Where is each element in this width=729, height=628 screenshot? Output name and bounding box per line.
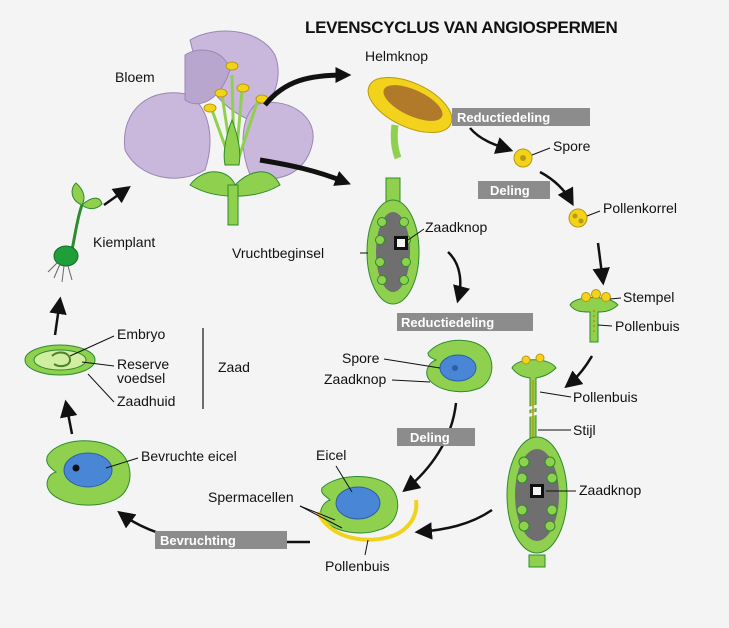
pointer-zaadknop-top xyxy=(407,228,425,241)
pointer-zaadknop-mid xyxy=(391,379,431,383)
label-spermacellen: Spermacellen xyxy=(208,489,294,505)
arrow-flower-to-ovary xyxy=(259,157,351,186)
ovary-illustration xyxy=(366,177,420,305)
label-reserve-voedsel-line1: Reserve xyxy=(117,356,169,372)
arrow-pollen-to-stigma xyxy=(592,242,610,286)
svg-text:Deling: Deling xyxy=(490,183,530,198)
label-zaadknop-right: Zaadknop xyxy=(579,482,641,498)
svg-text:Deling: Deling xyxy=(410,430,450,445)
label-spore-top: Spore xyxy=(553,138,591,154)
svg-text:Reductiedeling: Reductiedeling xyxy=(457,110,550,125)
stage-badge-reductiedeling-mid: Reductiedeling xyxy=(397,313,533,331)
pointer-stempel xyxy=(609,297,622,300)
label-spore-mid: Spore xyxy=(342,350,380,366)
arrow-stigma-to-pistil xyxy=(564,355,594,389)
pointer-bevruchte-eicel xyxy=(105,457,139,469)
label-kiemplant: Kiemplant xyxy=(93,234,155,250)
arrow-anther-to-spore xyxy=(469,127,514,154)
arrow-seed-to-seedling xyxy=(49,296,67,336)
label-stijl: Stijl xyxy=(573,422,596,438)
pointer-zaadhuid xyxy=(87,373,115,403)
pointer-spore-mid xyxy=(383,358,441,369)
label-embryo: Embryo xyxy=(117,326,165,342)
pointer-pollenbuis-right xyxy=(539,391,572,398)
pointer-embryo xyxy=(69,335,115,357)
label-zaadknop-top: Zaadknop xyxy=(425,219,487,235)
label-vruchtbeginsel: Vruchtbeginsel xyxy=(232,245,324,261)
label-reserve-voedsel-line2: voedsel xyxy=(117,370,165,386)
arrow-seedling-to-flower xyxy=(103,185,131,207)
arrow-pistil-to-fertilization xyxy=(414,508,493,540)
flower-illustration xyxy=(123,30,314,226)
label-helmknop: Helmknop xyxy=(365,48,428,64)
pointer-spermacellen-1 xyxy=(299,505,336,521)
seedling-illustration xyxy=(47,182,103,283)
label-bevruchte-eicel: Bevruchte eicel xyxy=(141,448,237,464)
svg-text:Bevruchting: Bevruchting xyxy=(160,533,236,548)
label-bloem: Bloem xyxy=(115,69,155,85)
arrow-spore-to-pollen xyxy=(539,170,574,207)
stage-badge-deling-top: Deling xyxy=(478,181,550,199)
stage-badge-reductiedeling-top: Reductiedeling xyxy=(452,108,590,126)
pointer-reserve-voedsel xyxy=(81,361,115,367)
diagram-title: LEVENSCYCLUS VAN ANGIOSPERMEN xyxy=(305,18,617,37)
pointer-spermacellen-2 xyxy=(299,505,343,529)
stage-badge-bevruchting: Bevruchting xyxy=(155,531,287,549)
ovule-spore-illustration xyxy=(426,339,493,393)
fertilized-egg-illustration xyxy=(46,440,131,506)
label-pollenkorrel: Pollenkorrel xyxy=(603,200,677,216)
label-pollenbuis-top: Pollenbuis xyxy=(615,318,680,334)
pointer-pollenbuis-bottom xyxy=(364,539,369,556)
label-stempel: Stempel xyxy=(623,289,674,305)
arrow-zygote-to-seed xyxy=(60,399,78,435)
anther-illustration xyxy=(367,76,453,160)
egg-cell-fertilization-illustration xyxy=(316,475,419,542)
svg-text:Reductiedeling: Reductiedeling xyxy=(401,315,494,330)
label-pollenbuis-bottom: Pollenbuis xyxy=(325,558,390,574)
stage-badge-deling-mid: Deling xyxy=(397,428,475,446)
stigma-illustration xyxy=(569,289,619,343)
label-zaad: Zaad xyxy=(218,359,250,375)
pointer-pollenkorrel xyxy=(586,210,601,217)
pistil-illustration xyxy=(506,353,568,568)
arrow-spore-to-eicel xyxy=(402,402,458,493)
pointer-eicel xyxy=(335,465,353,493)
pointer-spore-top xyxy=(531,147,551,156)
pointer-pollenbuis-top xyxy=(597,324,613,327)
label-zaadhuid: Zaadhuid xyxy=(117,393,175,409)
pollen-grain-illustration xyxy=(568,208,588,228)
arrow-flower-to-anther xyxy=(263,67,352,107)
label-zaadknop-mid: Zaadknop xyxy=(324,371,386,387)
label-eicel: Eicel xyxy=(316,447,346,463)
spore-top-illustration xyxy=(513,148,533,168)
label-pollenbuis-right: Pollenbuis xyxy=(573,389,638,405)
arrow-ovary-to-reductiedeling xyxy=(447,251,471,304)
